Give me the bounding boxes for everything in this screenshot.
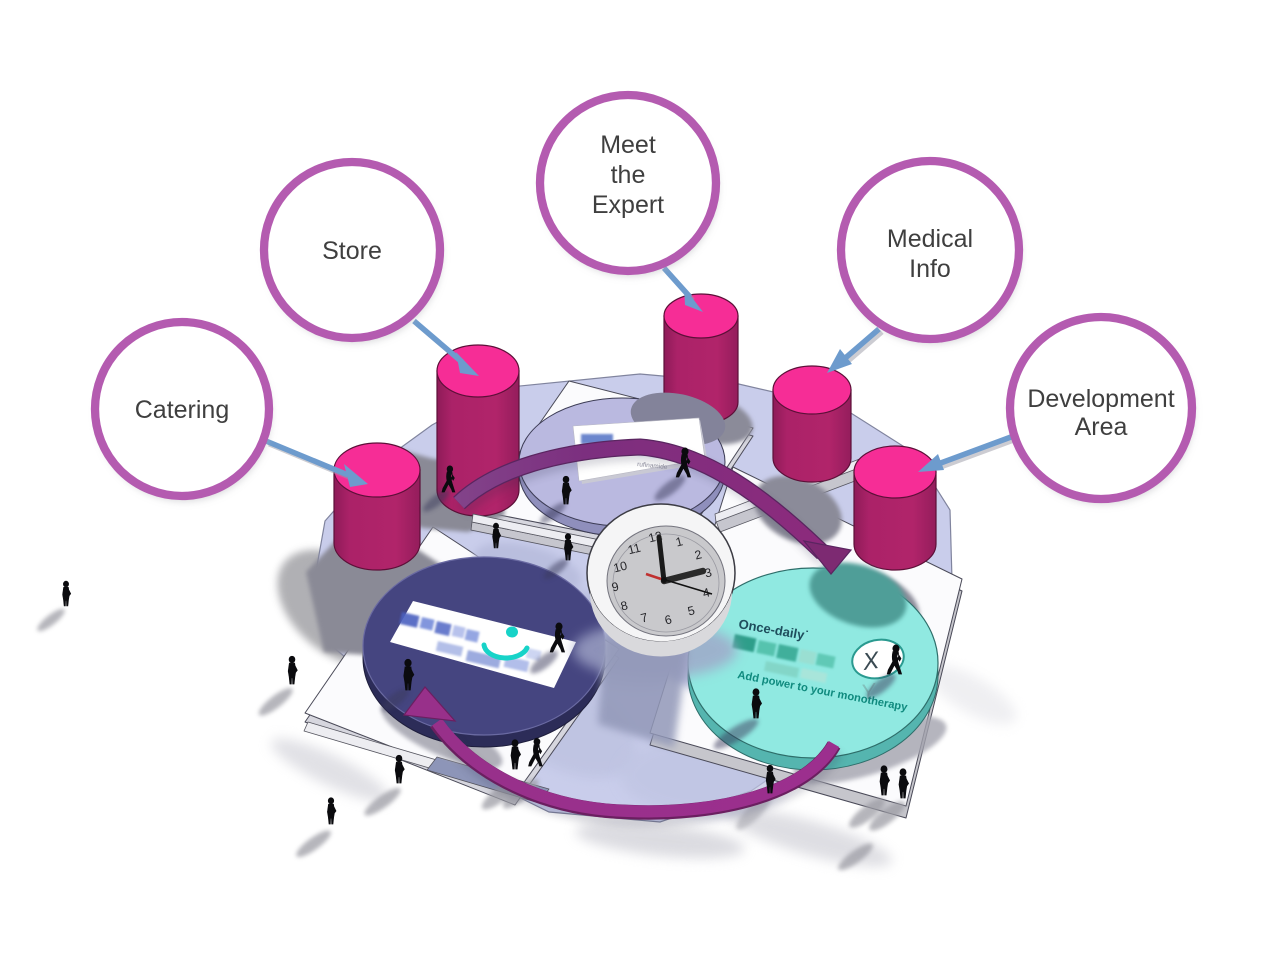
svg-text:9: 9 [610,579,620,594]
svg-text:5: 5 [686,603,696,618]
svg-text:6: 6 [663,612,673,627]
svg-text:rufinamide: rufinamide [637,461,668,471]
svg-text:10: 10 [612,558,629,575]
svg-text:7: 7 [639,610,649,625]
svg-text:Store: Store [322,237,382,265]
svg-text:Area: Area [1075,413,1128,441]
svg-text:Info: Info [909,255,951,283]
svg-text:X: X [860,647,882,676]
svg-text:Development: Development [1027,385,1174,413]
svg-text:Expert: Expert [592,191,664,219]
svg-text:2: 2 [693,547,703,562]
svg-text:1: 1 [674,534,684,549]
svg-text:11: 11 [626,541,642,558]
svg-text:Medical: Medical [887,225,973,253]
svg-text:Meet: Meet [600,131,656,159]
svg-text:Catering: Catering [135,396,230,424]
svg-text:8: 8 [619,598,629,613]
svg-text:3: 3 [703,565,713,580]
svg-text:the: the [611,161,646,189]
